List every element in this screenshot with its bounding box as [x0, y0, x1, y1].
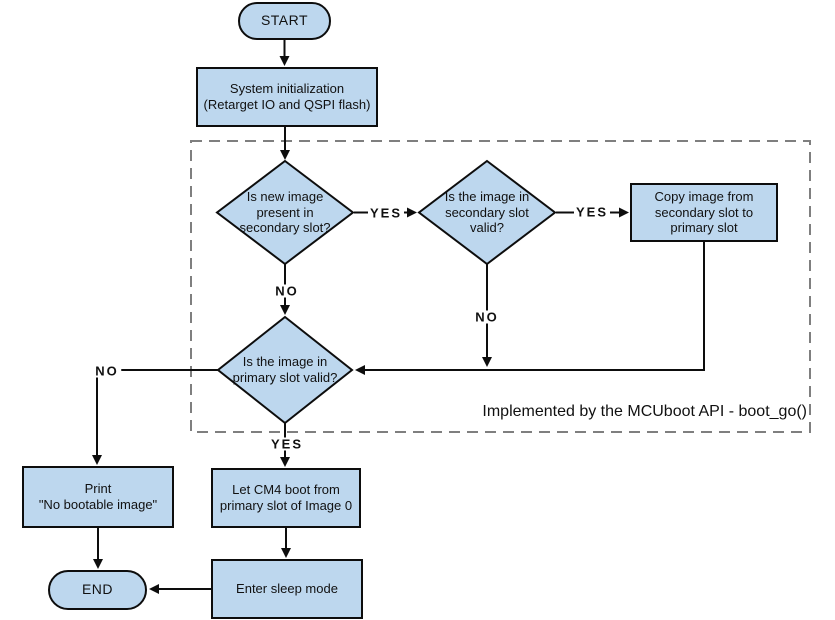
- connector-primaryvalid-no-to-print: [92, 369, 218, 465]
- new-image-decision-shape: [215, 159, 355, 266]
- cm4-boot-shape: [211, 468, 361, 528]
- primary-valid-decision-shape: [216, 315, 354, 425]
- edge-label-yes-newimage: YES: [367, 205, 405, 221]
- enter-sleep-shape: [211, 559, 363, 619]
- end-terminator-shape: [48, 570, 147, 610]
- edge-label-yes-primaryvalid: YES: [268, 436, 306, 452]
- edge-label-no-primaryvalid: NO: [93, 363, 121, 379]
- print-no-image-shape: [22, 466, 174, 528]
- edge-label-no-newimage: NO: [273, 283, 301, 299]
- mcuboot-region-border: [190, 140, 811, 433]
- mcuboot-region-caption: Implemented by the MCUboot API - boot_go…: [482, 403, 807, 420]
- copy-image-shape: [630, 183, 778, 242]
- start-terminator-shape: [238, 2, 331, 40]
- connector-copy-to-primaryvalid: [355, 241, 705, 375]
- edge-label-yes-secondaryvalid: YES: [573, 204, 611, 220]
- edge-label-no-secondaryvalid: NO: [473, 309, 501, 325]
- system-init-shape: [196, 67, 378, 127]
- secondary-valid-decision-shape: [417, 159, 557, 266]
